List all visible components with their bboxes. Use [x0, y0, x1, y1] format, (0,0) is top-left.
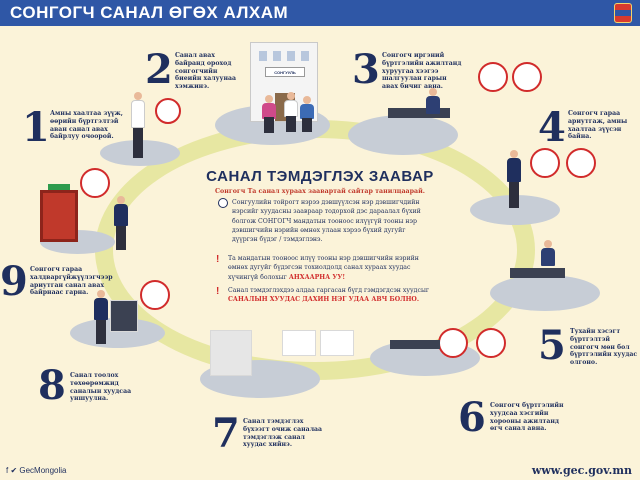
step-1-number: 1 [22, 104, 50, 151]
step-4-sanitizer-icon [530, 148, 560, 178]
step-9-text: Сонгогч гараа халдваргүйжүүлэгчээр ариут… [30, 266, 113, 297]
step-9-exit-sign [48, 184, 70, 190]
page-title: СОНГОГЧ САНАЛ ӨГӨХ АЛХАМ [10, 3, 289, 22]
step-1-text: Амны хаалтаа зүүж, өөрийн бүртгэлтэй ава… [50, 110, 123, 141]
instruction-bullet-2: Та мандатын тооноос илүү тооны нэр дэвши… [228, 254, 436, 282]
step-4-hands-icon [566, 148, 596, 178]
bullet-2-text: Та мандатын тооноос илүү тооны нэр дэвши… [228, 255, 419, 281]
instruction-subtitle: Сонгогч Та санал хураах заавартай сайтар… [215, 188, 425, 195]
step-4-number: 4 [538, 104, 566, 151]
step-5-number: 5 [538, 322, 566, 369]
step-7-text: Санал тэмдэглэх бүхээгт очиж саналаа тэм… [243, 418, 323, 449]
step-3-desk [388, 108, 450, 118]
step-9-hands-icon [80, 168, 110, 198]
step-8-number: 8 [38, 362, 66, 409]
instruction-bullet-3: Санал тэмдэглэхдээ алдаа гаргасан бүгд г… [228, 286, 436, 305]
step-9-exit-door [40, 190, 78, 242]
step-2-figure-a [262, 95, 276, 135]
platform-3 [348, 115, 458, 155]
instruction-pen-icon [218, 198, 228, 208]
step-8-figure [92, 290, 110, 346]
step-7-number: 7 [212, 410, 240, 457]
step-9-figure [112, 196, 130, 252]
step-3-figure [425, 88, 441, 124]
warning-icon-1: ! [216, 254, 220, 265]
step-4-text: Сонгогч гараа ариутгаж, амны хаалтаа зүү… [568, 110, 628, 141]
step-4-figure [505, 150, 523, 210]
website-link[interactable]: www.gec.gov.mn [531, 464, 632, 477]
step-7-ballot-card-a [282, 330, 316, 356]
step-2-figure-c [300, 96, 314, 134]
bullet-2-highlight: АНХААРНА УУ! [288, 273, 346, 281]
building-sign: СОНГУУЛЬ [265, 67, 305, 77]
step-3-fingerprint-icon [478, 62, 508, 92]
step-6-number: 6 [458, 394, 486, 441]
step-7-ballot-card-b [320, 330, 354, 356]
step-1-mask-icon [155, 98, 181, 124]
step-3-scanner-icon [512, 62, 542, 92]
bullet-3-highlight: САНАЛЫН ХУУДАС ДАХИН НЭГ УДАА АВЧ БОЛНО. [228, 296, 419, 304]
step-8-text: Санал тоолох төхөөрөмжид саналын хуудсаа… [70, 372, 132, 403]
step-6-handover-icon [438, 328, 468, 358]
header-bar: СОНГОГЧ САНАЛ ӨГӨХ АЛХАМ [0, 0, 640, 26]
step-6-text: Сонгогч бүртгэлийн хуудсаа хэсгийн хороо… [490, 402, 564, 433]
step-5-text: Тухайн хэсэгт бүртгэлтэй сонгогч мөн бол… [570, 328, 638, 366]
step-8-counter-machine [110, 300, 138, 332]
step-6-ballot-icon [476, 328, 506, 358]
social-handle[interactable]: f ✔ GecMongolia [6, 466, 67, 475]
step-8-machine-icon [140, 280, 170, 310]
step-2-number: 2 [145, 46, 173, 93]
platform-5 [490, 275, 600, 311]
instruction-bullet-1: Сонгуулийн тойрогт нэрээ дэвшүүлсэн нэр … [232, 199, 421, 244]
step-1-figure [128, 92, 148, 162]
step-3-number: 3 [352, 46, 380, 93]
bullet-3-text: Санал тэмдэглэхдээ алдаа гаргасан бүгд г… [228, 287, 430, 294]
step-2-text: Санал авах байранд ороход сонгогчийн бие… [175, 52, 237, 90]
step-6-desk [390, 340, 440, 349]
step-7-booth [210, 330, 252, 376]
step-5-figure [540, 240, 556, 280]
step-2-figure-b [284, 92, 298, 134]
warning-icon-2: ! [216, 286, 220, 297]
step-9-number: 9 [0, 258, 28, 305]
instruction-panel: САНАЛ ТЭМДЭГЛЭХ ЗААВАР Сонгогч Та санал … [205, 168, 435, 195]
instruction-title: САНАЛ ТЭМДЭГЛЭХ ЗААВАР [206, 168, 434, 185]
step-3-text: Сонгогч иргэний бүртгэлийн ажилтанд хуру… [382, 52, 462, 90]
step-5-desk [510, 268, 565, 278]
state-emblem-icon [614, 3, 632, 23]
